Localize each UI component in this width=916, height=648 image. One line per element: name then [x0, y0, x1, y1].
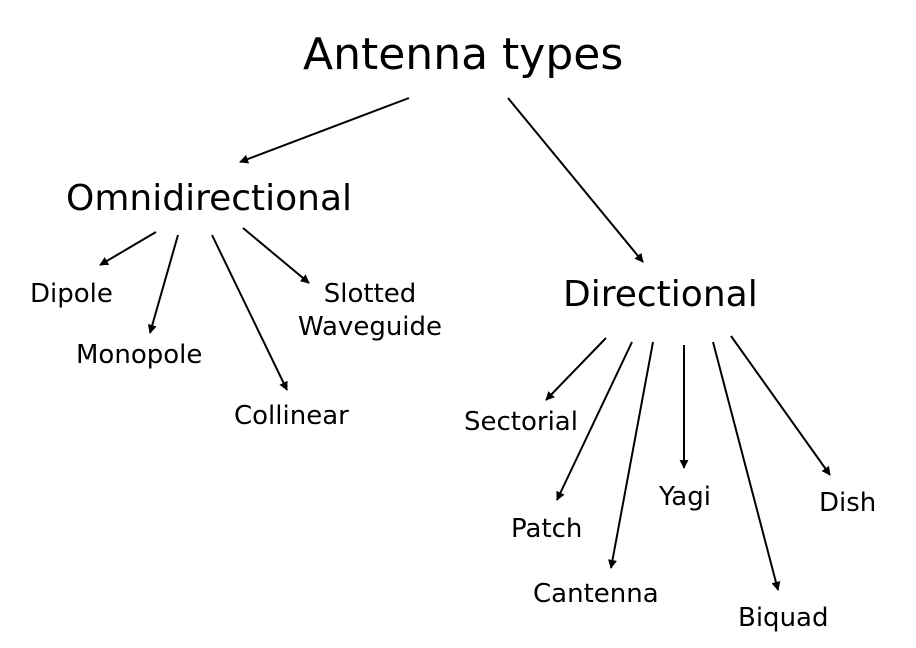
arrow-omni-to-dipole: [99, 231, 157, 266]
arrow-omni-to-collinear: [211, 234, 288, 391]
biquad-node: Biquad: [738, 603, 829, 633]
patch-node: Patch: [511, 514, 583, 544]
arrow-directional-to-dish: [730, 335, 831, 476]
sectorial-node: Sectorial: [464, 407, 578, 437]
yagi-node: Yagi: [659, 482, 711, 512]
arrow-directional-to-biquad: [712, 341, 781, 591]
dish-node: Dish: [819, 488, 877, 518]
arrow-omni-to-monopole: [147, 234, 179, 334]
arrow-title-to-directional: [507, 97, 644, 263]
diagram-title: Antenna types: [303, 29, 624, 80]
monopole-node: Monopole: [76, 340, 203, 370]
arrow-directional-to-cantenna: [608, 341, 654, 569]
arrow-omni-to-slotted-waveguide: [242, 227, 310, 284]
omnidirectional-node: Omnidirectional: [66, 178, 353, 219]
slotted-waveguide-line2: Waveguide: [297, 311, 443, 342]
arrow-directional-to-patch: [556, 341, 633, 501]
dipole-node: Dipole: [30, 279, 113, 309]
arrow-directional-to-sectorial: [545, 337, 607, 401]
slotted-waveguide-node: Slotted Waveguide: [296, 278, 444, 343]
arrow-title-to-omnidirectional: [239, 97, 410, 164]
cantenna-node: Cantenna: [533, 579, 659, 609]
directional-node: Directional: [563, 274, 758, 315]
collinear-node: Collinear: [234, 401, 349, 431]
slotted-waveguide-line1: Slotted: [323, 279, 417, 309]
